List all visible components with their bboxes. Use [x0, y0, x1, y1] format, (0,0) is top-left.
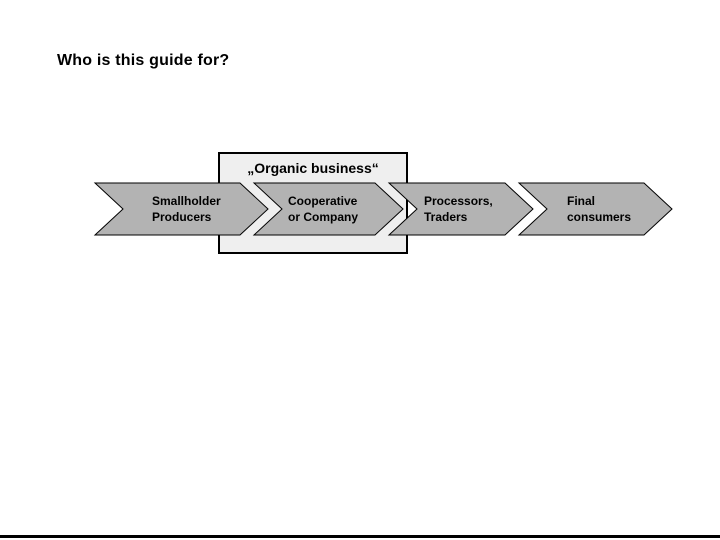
arrow-label-cooperative-or-company: Cooperative or Company: [288, 194, 359, 224]
slide-title: Who is this guide for?: [57, 52, 230, 69]
footer-rule: [0, 535, 720, 538]
arrow-final-consumers: [517, 182, 673, 236]
arrow-label-final-consumers: Final consumers: [567, 194, 632, 224]
arrow-processors-traders: [387, 182, 534, 236]
arrow-label-processors-traders: Processors, Traders: [424, 194, 493, 224]
arrow-smallholder-producers: [93, 182, 269, 236]
organic-business-label: „Organic business“: [247, 160, 379, 176]
arrow-cooperative-or-company: [252, 182, 404, 236]
arrow-label-smallholder-producers: Smallholder Producers: [152, 194, 221, 224]
